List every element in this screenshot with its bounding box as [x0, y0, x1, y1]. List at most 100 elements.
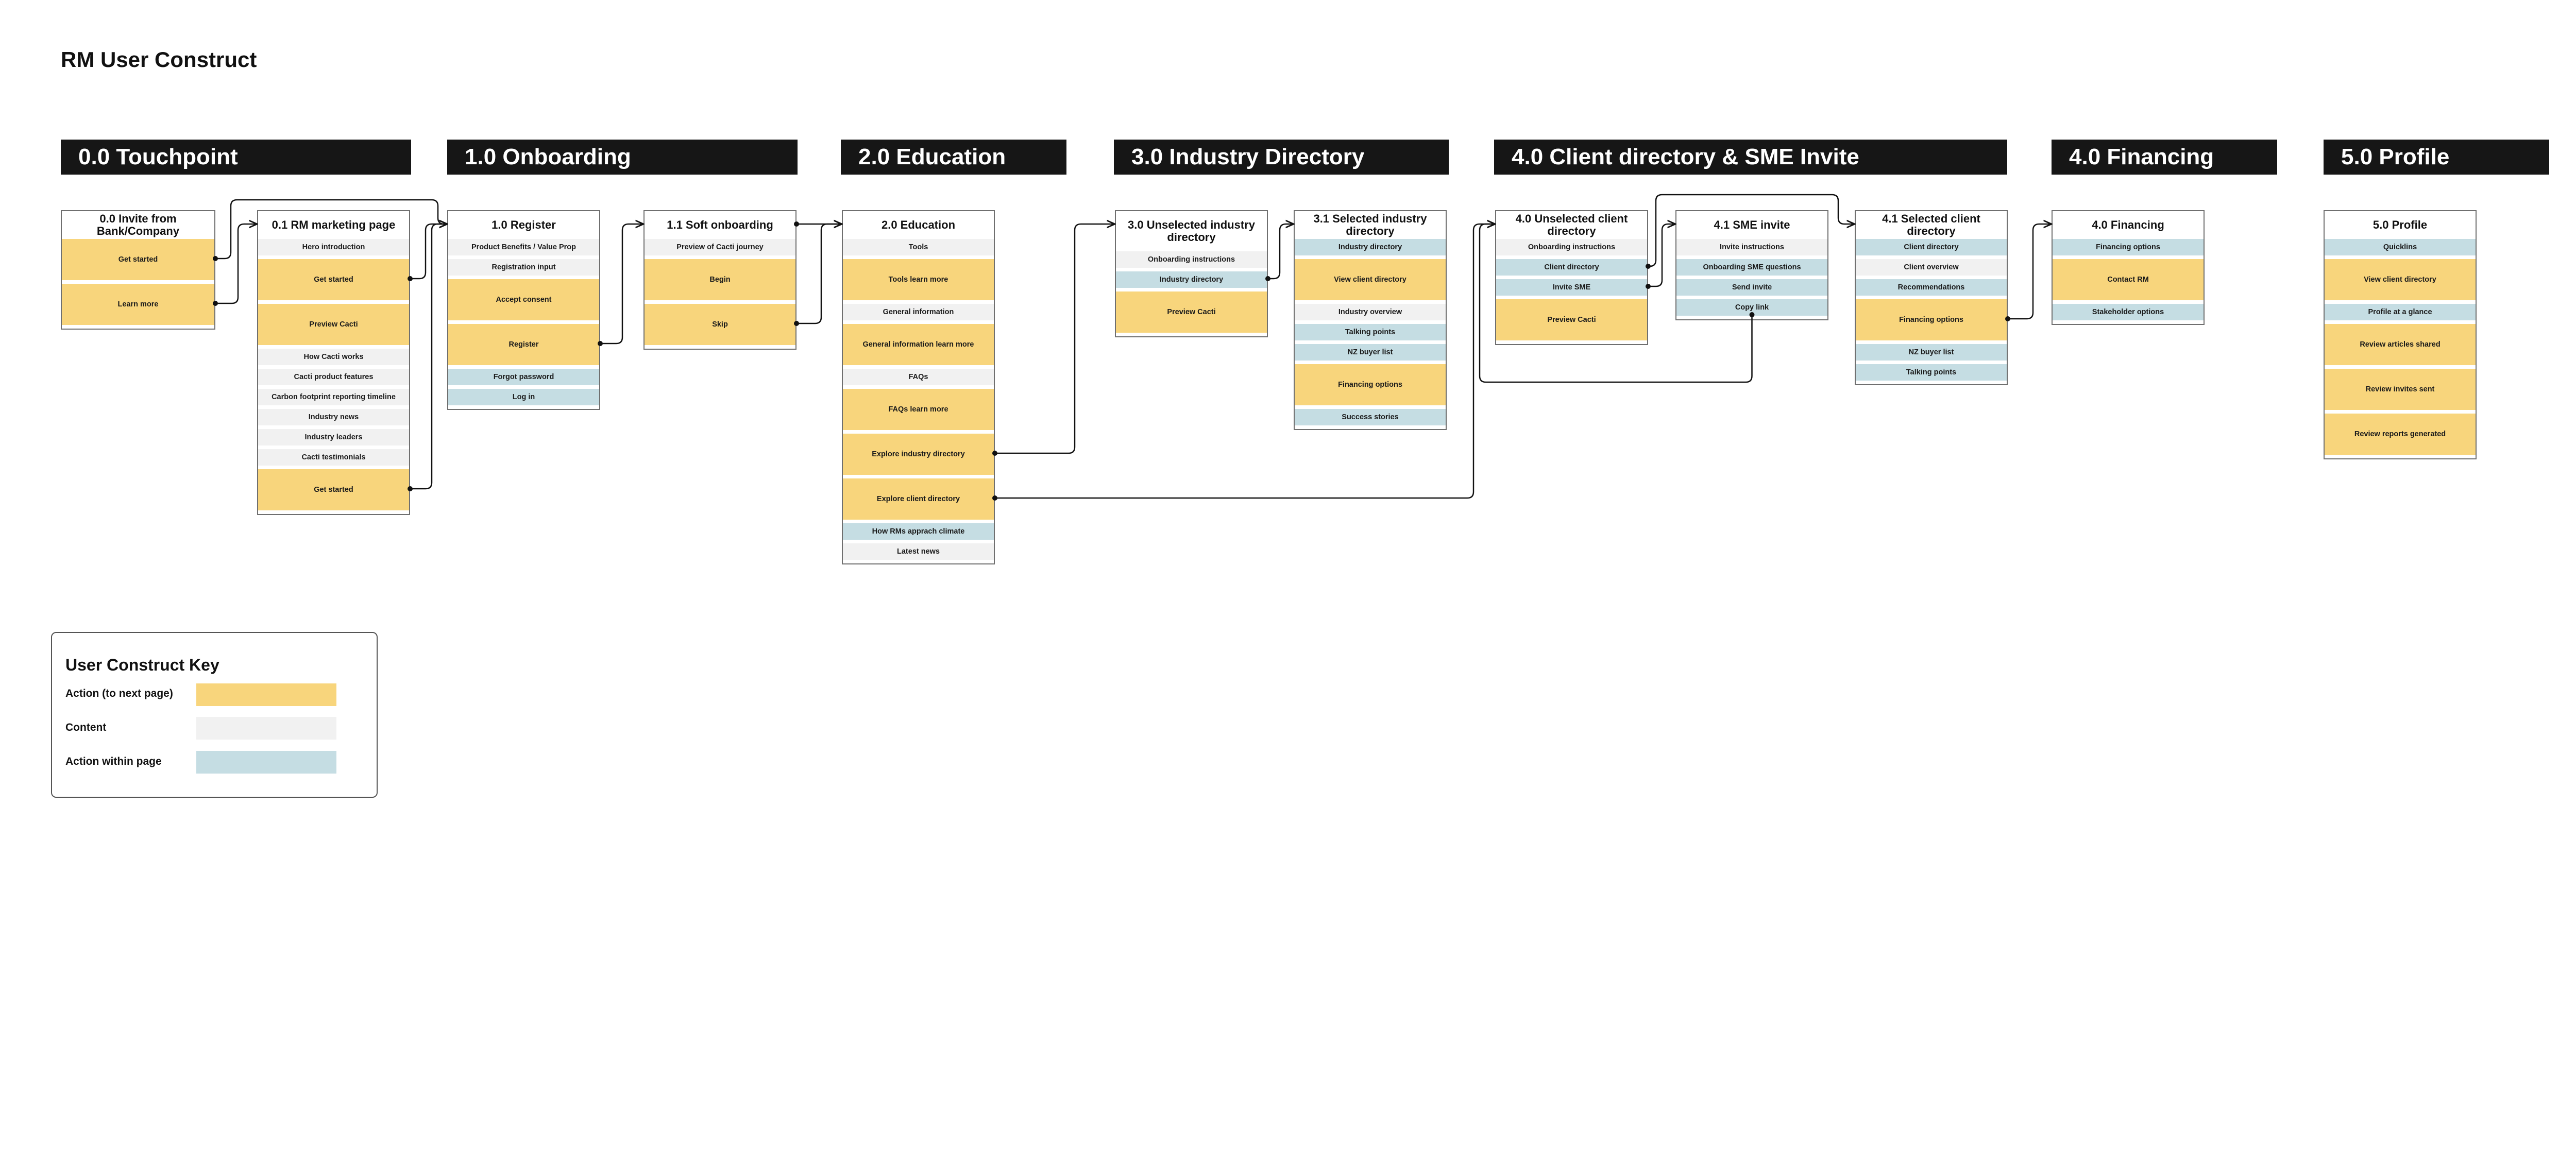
within-page-action-row: Recommendations — [1856, 279, 2007, 296]
within-page-action-row: Industry directory — [1116, 271, 1267, 288]
content-row: Carbon footprint reporting timeline — [258, 389, 409, 405]
action-row: Preview Cacti — [258, 304, 409, 345]
within-page-action-row: Profile at a glance — [2325, 304, 2476, 320]
action-row: Review reports generated — [2325, 414, 2476, 455]
action-row: FAQs learn more — [843, 389, 994, 430]
content-row: Client overview — [1856, 259, 2007, 276]
legend-key: User Construct Key Action (to next page)… — [51, 632, 378, 798]
action-row: Learn more — [62, 284, 214, 325]
action-row: Explore industry directory — [843, 434, 994, 475]
section-header: 1.0 Onboarding — [447, 140, 798, 175]
action-row: Contact RM — [2053, 259, 2204, 300]
page-box-title: 4.1 SME invite — [1714, 218, 1790, 231]
page-box-title: 2.0 Education — [881, 218, 956, 231]
within-page-action-row: How RMs apprach climate — [843, 523, 994, 540]
within-page-action-row: Client directory — [1496, 259, 1647, 276]
action-row: Preview Cacti — [1496, 299, 1647, 340]
section-header: 2.0 Education — [841, 140, 1066, 175]
page-box-title: 4.1 Selected client directory — [1882, 212, 1980, 237]
action-row: Tools learn more — [843, 259, 994, 300]
action-row: Get started — [258, 469, 409, 510]
within-page-action-row: Send invite — [1676, 279, 1827, 296]
action-row: Skip — [645, 304, 795, 345]
connector-register-to-soft-onboarding — [600, 224, 643, 345]
within-page-action-row: Financing options — [2053, 239, 2204, 255]
section-header: 5.0 Profile — [2324, 140, 2549, 175]
within-page-action-row: Copy link — [1676, 299, 1827, 316]
within-page-action-row: Talking points — [1856, 364, 2007, 381]
within-page-action-row: Success stories — [1295, 409, 1446, 425]
action-row: Get started — [258, 259, 409, 300]
action-row: Financing options — [1856, 299, 2007, 340]
content-row: How Cacti works — [258, 349, 409, 365]
connector-marketing-getstarted2-to-register — [410, 224, 447, 490]
section-header: 3.0 Industry Directory — [1114, 140, 1449, 175]
action-row: Review invites sent — [2325, 369, 2476, 410]
page-box-title: 3.1 Selected industry directory — [1313, 212, 1427, 237]
page-title: RM User Construct — [61, 47, 257, 72]
within-page-action-row: Onboarding SME questions — [1676, 259, 1827, 276]
content-row: Product Benefits / Value Prop — [448, 239, 599, 255]
action-row: Review articles shared — [2325, 324, 2476, 365]
legend-title: User Construct Key — [65, 656, 219, 674]
action-row: View client directory — [2325, 259, 2476, 300]
content-row: Cacti testimonials — [258, 449, 409, 466]
within-page-action-row: Quicklins — [2325, 239, 2476, 255]
action-row: Get started — [62, 239, 214, 280]
page-box-title: 4.0 Unselected client directory — [1515, 212, 1628, 237]
section-header: 4.0 Client directory & SME Invite — [1494, 140, 2007, 175]
connector-marketing-getstarted-to-register — [410, 224, 447, 280]
content-row: Invite instructions — [1676, 239, 1827, 255]
page-box-title: 0.0 Invite from Bank/Company — [96, 212, 180, 237]
legend-swatch-action — [196, 683, 336, 706]
within-page-action-row: Stakeholder options — [2053, 304, 2204, 320]
connector-skip-to-education — [796, 224, 842, 324]
content-row: Latest news — [843, 543, 994, 560]
legend-label-within: Action within page — [65, 756, 162, 767]
page-box-title: 4.0 Financing — [2092, 218, 2164, 231]
content-row: Registration input — [448, 259, 599, 276]
content-row: Cacti product features — [258, 369, 409, 385]
action-row: Preview Cacti — [1116, 291, 1267, 333]
content-row: Hero introduction — [258, 239, 409, 255]
content-row: FAQs — [843, 369, 994, 385]
action-row: General information learn more — [843, 324, 994, 365]
page-box-title: 0.1 RM marketing page — [272, 218, 396, 231]
connector-learnmore-to-marketing — [215, 224, 257, 304]
section-header: 4.0 Financing — [2052, 140, 2277, 175]
content-row: Preview of Cacti journey — [645, 239, 795, 255]
content-row: Industry leaders — [258, 429, 409, 445]
action-row: View client directory — [1295, 259, 1446, 300]
legend-label-content: Content — [65, 722, 107, 733]
section-header: 0.0 Touchpoint — [61, 140, 411, 175]
within-page-action-row: Invite SME — [1496, 279, 1647, 296]
action-row: Explore client directory — [843, 478, 994, 520]
within-page-action-row: Talking points — [1295, 324, 1446, 340]
connector-financing-options-to-financing — [2008, 224, 2052, 320]
action-row: Financing options — [1295, 364, 1446, 405]
legend-swatch-content — [196, 717, 336, 740]
action-row: Register — [448, 324, 599, 365]
within-page-action-row: NZ buyer list — [1856, 344, 2007, 361]
connector-explore-industry-to-directory — [995, 224, 1115, 454]
page-box-title: 5.0 Profile — [2372, 218, 2428, 231]
connector-unselected-to-selected-industry — [1268, 224, 1294, 280]
legend-swatch-within — [196, 751, 336, 774]
within-page-action-row: Client directory — [1856, 239, 2007, 255]
content-row: Industry news — [258, 409, 409, 425]
content-row: Onboarding instructions — [1116, 251, 1267, 268]
legend-label-action: Action (to next page) — [65, 688, 173, 699]
within-page-action-row: Log in — [448, 389, 599, 405]
page-box-title: 3.0 Unselected industry directory — [1128, 218, 1255, 244]
